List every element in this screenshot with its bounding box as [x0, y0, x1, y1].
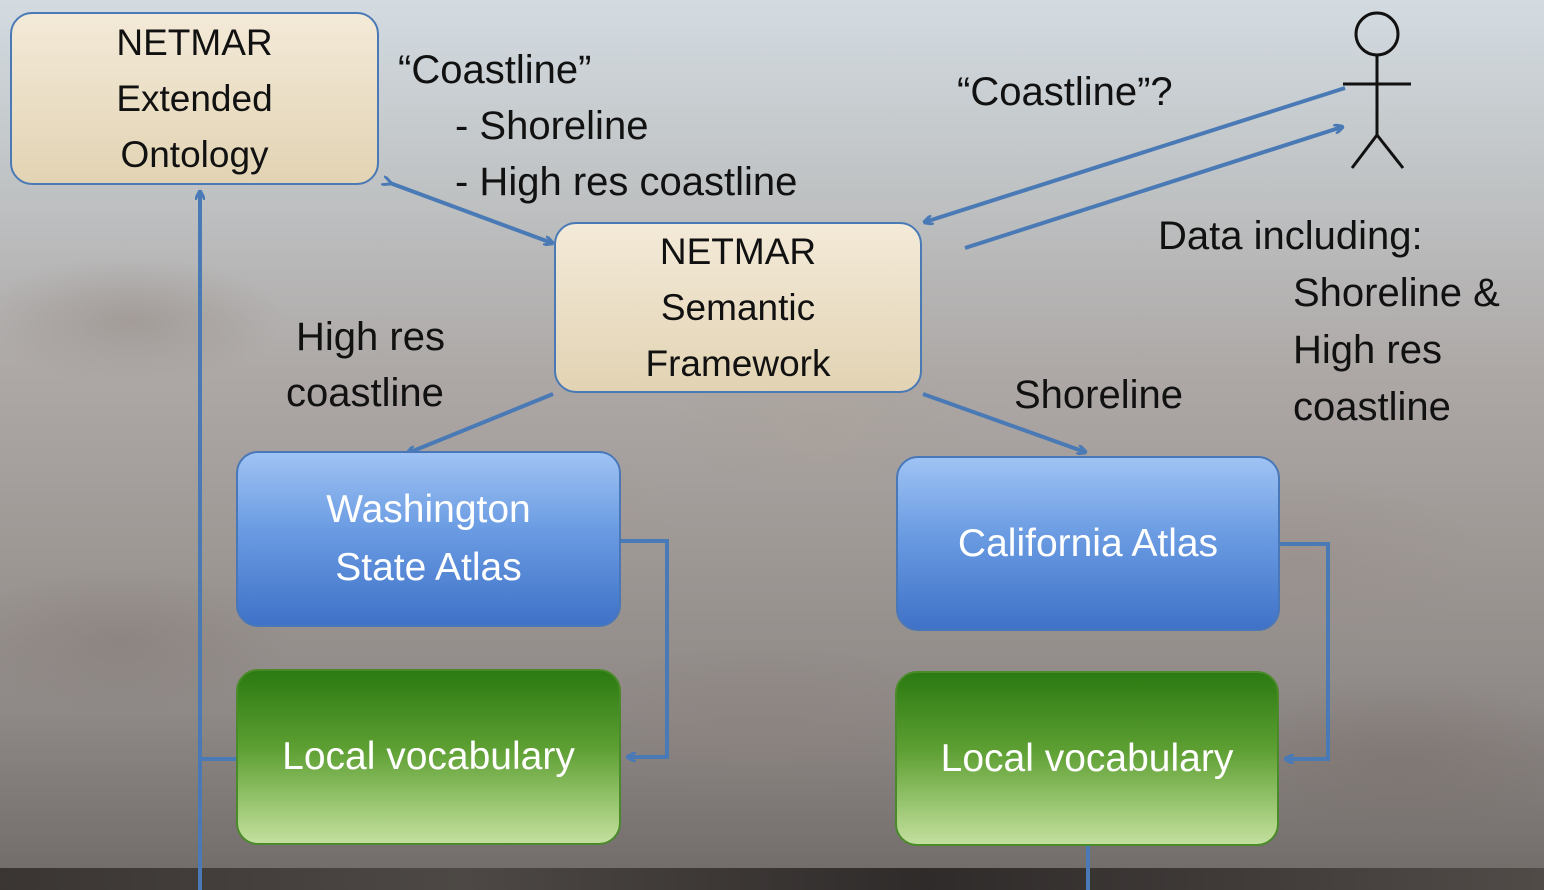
data-including-label: Data including:: [1158, 214, 1423, 258]
shoreline-item-label: - Shoreline: [455, 104, 649, 148]
data-item-1: Shoreline &: [1293, 271, 1500, 315]
netmar-semantic-framework-node: NETMAR Semantic Framework: [554, 222, 922, 393]
data-item-3: coastline: [1293, 385, 1451, 429]
california-atlas-node: California Atlas: [896, 456, 1280, 631]
data-item-2: High res: [1293, 328, 1442, 372]
wa-edge-label-line-1: High res: [296, 315, 445, 359]
wa-edge-label-line-2: coastline: [286, 371, 444, 415]
ontology-line-3: Ontology: [120, 133, 269, 175]
ontology-line-1: NETMAR: [116, 21, 273, 63]
ca-vocab-label: Local vocabulary: [940, 736, 1234, 780]
arrow-ontology-framework: [390, 183, 552, 243]
background-rocks-strip: [0, 868, 1544, 890]
highres-item-label: - High res coastline: [455, 160, 798, 204]
coastline-quote-label: “Coastline”: [398, 48, 592, 92]
framework-line-2: Semantic: [660, 286, 816, 328]
ca-atlas-label: California Atlas: [957, 521, 1219, 565]
wa-atlas-line-2: State Atlas: [335, 546, 522, 589]
wa-atlas-line-1: Washington: [326, 488, 531, 531]
arrow-framework-to-wa-atlas: [408, 392, 554, 453]
netmar-extended-ontology-node: NETMAR Extended Ontology: [10, 12, 379, 185]
california-local-vocabulary-node: Local vocabulary: [895, 671, 1279, 846]
arrow-wa-atlas-to-vocab: [620, 539, 669, 757]
wa-vocab-label: Local vocabulary: [282, 735, 575, 778]
ca-edge-label: Shoreline: [1014, 373, 1184, 417]
user-stick-figure: [1343, 11, 1411, 169]
arrow-framework-to-ca-atlas: [922, 392, 1085, 452]
framework-line-1: NETMAR: [659, 230, 817, 272]
arrow-framework-to-user: [964, 127, 1342, 250]
arrow-user-to-framework: [925, 86, 1346, 222]
washington-local-vocabulary-node: Local vocabulary: [236, 669, 621, 845]
coastline-query-label: “Coastline”?: [957, 70, 1173, 114]
ontology-line-2: Extended: [116, 77, 273, 119]
washington-state-atlas-node: Washington State Atlas: [236, 451, 621, 627]
framework-line-3: Framework: [645, 342, 831, 384]
arrow-ca-atlas-to-vocab: [1280, 542, 1330, 759]
